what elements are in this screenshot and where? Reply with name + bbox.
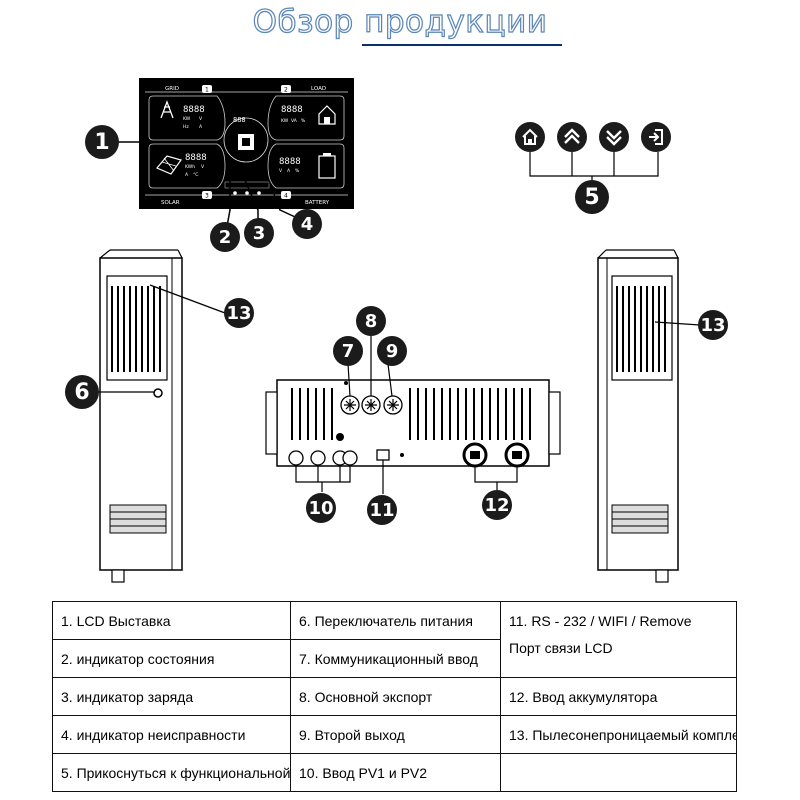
lcd-load-label: LOAD <box>311 86 326 92</box>
lcd-load-digits: 8888 <box>281 105 303 115</box>
lcd-solar-unit-a: A <box>185 172 189 178</box>
lcd-battery-unit-v: V <box>279 168 283 174</box>
lcd-grid-unit-a: A <box>199 124 203 130</box>
lcd-grid-unit-hz: Hz <box>183 124 189 130</box>
lcd-grid-unit-kw: KW <box>183 116 191 122</box>
callout-13-left: 13 <box>224 298 254 328</box>
lcd-battery-unit-pct: % <box>295 168 300 174</box>
table-row: 3. индикатор заряда 8. Основной экспорт … <box>52 677 737 716</box>
lcd-tag-4: 4 <box>284 193 288 200</box>
table-cell: 13. Пылесонепроницаемый комплект <box>500 715 737 754</box>
table-row: 1. LCD Выставка 6. Переключатель питания… <box>52 601 737 640</box>
lcd-display-drawing: GRID LOAD SOLAR BATTERY 1 2 3 4 888 8888… <box>145 85 348 206</box>
callout-3: 3 <box>244 218 274 248</box>
callout-7: 7 <box>333 336 363 366</box>
callout-11: 11 <box>367 495 397 525</box>
lcd-grid-digits: 8888 <box>183 105 205 115</box>
callout-10: 10 <box>306 493 336 523</box>
lcd-tag-3: 3 <box>205 193 209 200</box>
title-underline <box>362 44 562 46</box>
lcd-grid-unit-v: V <box>199 116 203 122</box>
lcd-load-unit-va: VA <box>291 118 298 124</box>
table-cell: 5. Прикоснуться к функциональной кнопке <box>52 753 291 792</box>
lcd-solar-digits: 8888 <box>185 153 207 163</box>
callout-5: 5 <box>575 180 609 214</box>
table-cell: 6. Переключатель питания <box>290 601 501 640</box>
table-row: 4. индикатор неисправности 9. Второй вых… <box>52 715 737 754</box>
callout-9: 9 <box>377 336 407 366</box>
callout-2: 2 <box>210 222 240 252</box>
lcd-load-unit-pct: % <box>301 118 306 124</box>
callout-8: 8 <box>356 306 386 336</box>
enter-icon <box>641 122 671 152</box>
lcd-tag-1: 1 <box>205 87 209 94</box>
table-cell: 11. RS - 232 / WIFI / Remove <box>500 601 737 640</box>
lcd-battery-label: BATTERY <box>305 200 330 206</box>
up-chevrons-icon <box>557 122 587 152</box>
lcd-solar-unit-kwh: KWh <box>185 164 195 170</box>
table-cell: 2. индикатор состояния <box>52 639 291 678</box>
table-cell: 1. LCD Выставка <box>52 601 291 640</box>
table-cell: 9. Второй выход <box>290 715 501 754</box>
callout-4: 4 <box>292 209 322 239</box>
lcd-load-unit-kw: KW <box>281 118 289 124</box>
lcd-solar-label: SOLAR <box>161 200 180 206</box>
home-icon <box>515 122 545 152</box>
table-cell: 10. Ввод PV1 и PV2 <box>290 753 501 792</box>
table-cell: Порт связи LCD <box>500 639 737 678</box>
down-chevrons-icon <box>599 122 629 152</box>
lcd-grid-label: GRID <box>165 86 179 92</box>
lcd-display-panel: GRID LOAD SOLAR BATTERY 1 2 3 4 888 8888… <box>139 78 354 209</box>
table-cell <box>500 753 737 792</box>
legend-table: 1. LCD Выставка 6. Переключатель питания… <box>52 601 737 792</box>
table-cell: 12. Ввод аккумулятора <box>500 677 737 716</box>
center-unit-drawing <box>265 336 561 494</box>
table-row: 5. Прикоснуться к функциональной кнопке … <box>52 753 737 792</box>
left-tower-drawing <box>98 249 226 583</box>
lcd-battery-digits: 8888 <box>279 157 301 167</box>
callout-12: 12 <box>482 490 512 520</box>
callout-13-right: 13 <box>698 310 728 340</box>
table-cell: 4. индикатор неисправности <box>52 715 291 754</box>
table-cell: 3. индикатор заряда <box>52 677 291 716</box>
table-cell: 8. Основной экспорт <box>290 677 501 716</box>
right-tower-drawing <box>597 249 701 583</box>
callout-6: 6 <box>65 375 99 409</box>
lcd-tag-2: 2 <box>284 87 288 94</box>
lcd-battery-unit-a: A <box>287 168 291 174</box>
table-cell: 7. Коммуникационный ввод <box>290 639 501 678</box>
callout-1: 1 <box>85 125 119 159</box>
lcd-solar-unit-c: °C <box>193 172 198 178</box>
lcd-solar-unit-v: V <box>201 164 205 170</box>
lcd-center-digits: 888 <box>233 116 246 124</box>
page-title: Обзор продукции <box>252 3 548 40</box>
table-row: 2. индикатор состояния 7. Коммуникационн… <box>52 639 737 678</box>
